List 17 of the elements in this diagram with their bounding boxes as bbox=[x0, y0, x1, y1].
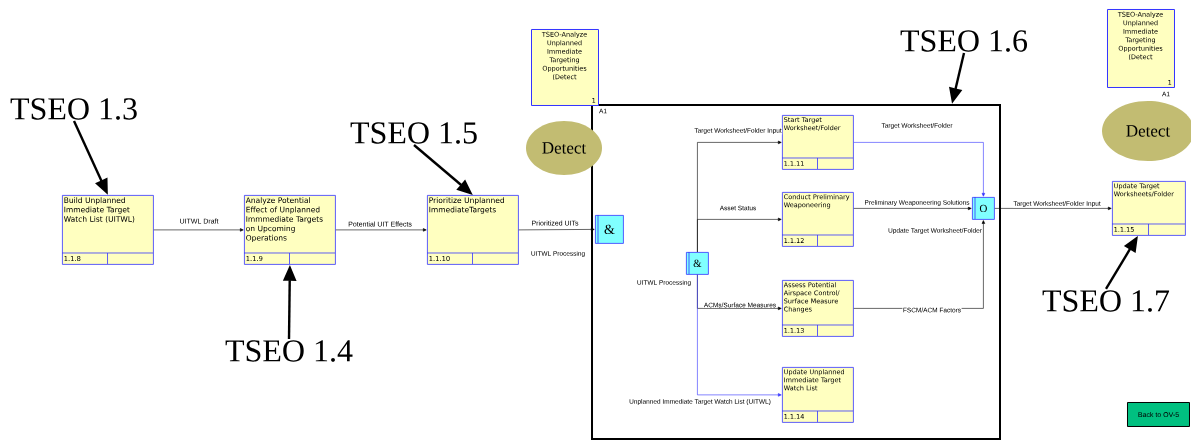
arrow bbox=[697, 217, 782, 253]
arrow bbox=[697, 274, 782, 397]
callout-label: TSEO 1.7 bbox=[1042, 290, 1170, 312]
arrow bbox=[853, 206, 972, 211]
frame-box bbox=[591, 104, 1001, 440]
arrow bbox=[335, 228, 427, 232]
junction-box: & bbox=[595, 214, 624, 244]
junction-box: & bbox=[686, 251, 709, 275]
junction-box: O bbox=[972, 196, 995, 220]
arrow bbox=[518, 227, 595, 232]
arrow bbox=[994, 206, 1112, 211]
callout-label: TSEO 1.3 bbox=[10, 98, 137, 120]
arrow bbox=[853, 142, 986, 197]
arrow bbox=[153, 228, 244, 232]
callout-label: TSEO 1.4 bbox=[225, 340, 353, 362]
callout-label: TSEO 1.5 bbox=[350, 122, 477, 144]
callout-label: TSEO 1.6 bbox=[900, 30, 1028, 52]
